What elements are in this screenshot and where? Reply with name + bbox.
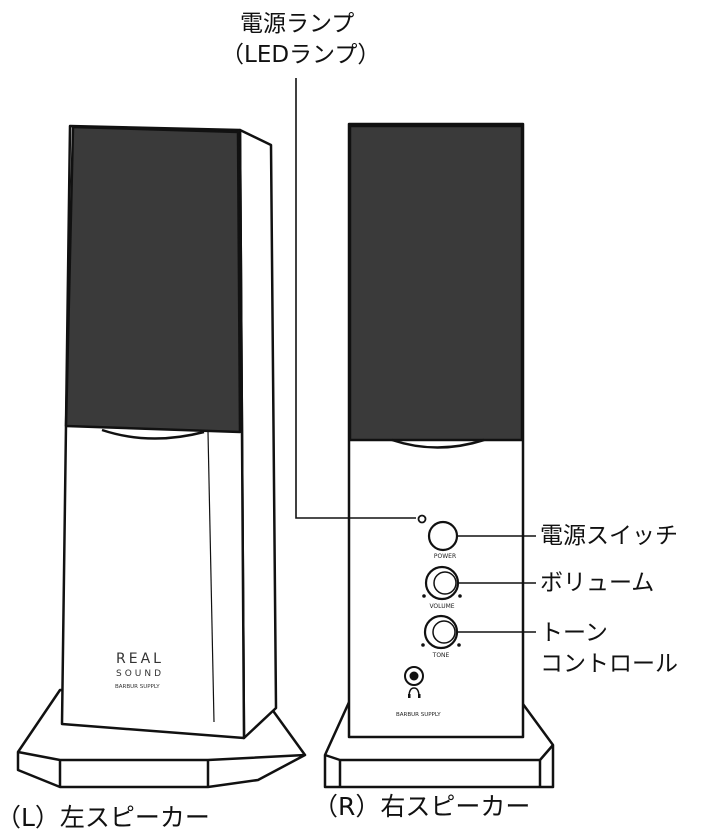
power-switch[interactable] bbox=[427, 520, 459, 552]
right-speaker bbox=[323, 122, 555, 789]
headphone-icon bbox=[408, 687, 420, 698]
left-speaker bbox=[16, 124, 307, 789]
right-speaker-base-top bbox=[324, 744, 554, 787]
control-panel: POWER VOLUME TONE BARBUR SUPPLY bbox=[396, 514, 462, 718]
volume-label-text: ボリューム bbox=[540, 570, 655, 596]
leader-lines bbox=[295, 78, 536, 633]
left-speaker-caption: （L）左スピーカー bbox=[0, 803, 210, 832]
left-speaker-base-top bbox=[17, 750, 306, 787]
tone-label-line2: コントロール bbox=[540, 651, 678, 677]
volume-label: VOLUME bbox=[429, 603, 454, 610]
power-lamp-label-line1: 電源ランプ bbox=[240, 11, 355, 37]
right-speaker-woofer-edge bbox=[391, 438, 485, 449]
brand-text: BARBUR SUPPLY bbox=[396, 712, 441, 718]
logo-line1: REAL bbox=[116, 651, 164, 667]
power-label: POWER bbox=[434, 553, 456, 560]
left-speaker-side bbox=[238, 128, 278, 740]
right-speaker-grille bbox=[348, 124, 524, 442]
power-switch-label: 電源スイッチ bbox=[540, 523, 678, 549]
logo-line2: SOUND bbox=[116, 669, 164, 679]
right-speaker-caption: （R）右スピーカー bbox=[313, 792, 531, 821]
power-lamp bbox=[417, 514, 427, 524]
tone-label-line1: トーン bbox=[540, 620, 608, 646]
tone-label: TONE bbox=[432, 652, 450, 659]
power-lamp-label-line2: （LEDランプ） bbox=[221, 42, 381, 68]
logo-line3: BARBUR SUPPLY bbox=[115, 684, 160, 690]
left-speaker-woofer-edge bbox=[101, 428, 205, 440]
leader-power-lamp bbox=[295, 78, 416, 519]
left-speaker-grille bbox=[64, 125, 242, 434]
left-speaker-logo: REAL SOUND BARBUR SUPPLY bbox=[115, 651, 164, 690]
